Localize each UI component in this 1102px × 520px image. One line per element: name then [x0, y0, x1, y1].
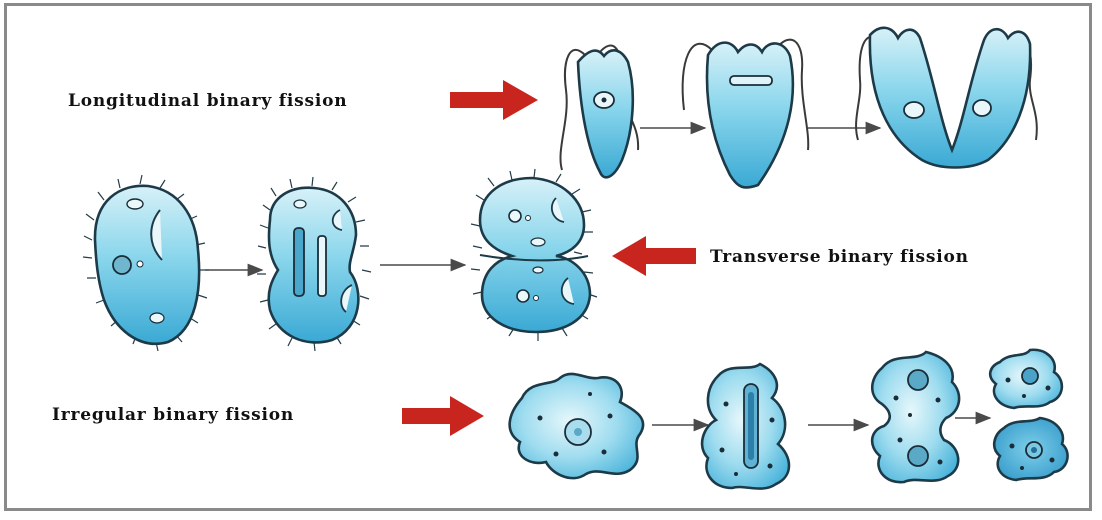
euglena-cell-icon	[683, 40, 809, 188]
transverse-label: Transverse binary fission	[710, 247, 969, 267]
amoeba-cell-icon	[990, 350, 1062, 408]
euglena-cell-icon	[856, 28, 1037, 168]
paramecium-cell-icon	[257, 177, 371, 351]
amoeba-cell-icon	[994, 418, 1067, 480]
red-arrow-icon	[402, 396, 484, 436]
red-arrow-icon	[612, 236, 696, 276]
euglena-cell-icon	[560, 46, 638, 178]
red-arrow-icon	[450, 80, 538, 120]
irregular-label: Irregular binary fission	[52, 405, 294, 425]
amoeba-cell-icon	[510, 374, 643, 478]
paramecium-cell-icon	[83, 175, 209, 351]
amoeba-cell-icon	[702, 364, 789, 489]
amoeba-cell-icon	[872, 352, 959, 482]
longitudinal-label: Longitudinal binary fission	[68, 91, 347, 111]
paramecium-cell-icon	[471, 169, 597, 341]
